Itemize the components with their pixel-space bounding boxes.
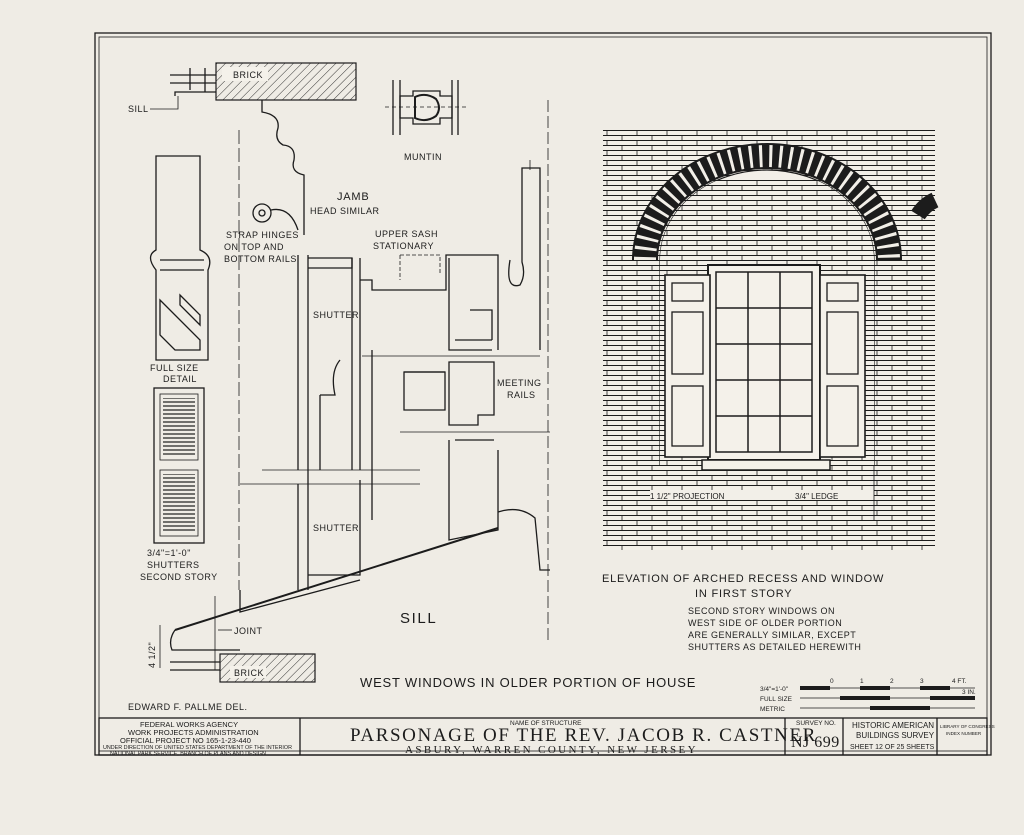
sheet-number: SHEET 12 OF 25 SHEETS bbox=[850, 744, 935, 751]
elevation-note-2: WEST SIDE OF OLDER PORTION bbox=[688, 618, 842, 628]
arched-recess-elevation: 1 1/2" PROJECTION 3/4" LEDGE ELEVATION O… bbox=[602, 130, 939, 652]
survey-number: NJ 699 bbox=[791, 734, 840, 751]
scale-bar: 3/4"=1'-0" FULL SIZE METRIC 0 1 2 3 4 FT… bbox=[760, 678, 976, 713]
window-section-detail: SHUTTER SHUTTER JOINT BRICK 4 bbox=[147, 100, 550, 683]
scale-tick-0: 0 bbox=[830, 678, 834, 685]
agency-1: FEDERAL WORKS AGENCY bbox=[140, 720, 238, 729]
habs-1: HISTORIC AMERICAN bbox=[852, 721, 934, 730]
upper-sash-label: UPPER SASH bbox=[375, 229, 438, 239]
shutters-label: SHUTTERS bbox=[147, 560, 200, 570]
muntin-label: MUNTIN bbox=[404, 152, 442, 162]
title-block: FEDERAL WORKS AGENCY WORK PROJECTS ADMIN… bbox=[98, 717, 995, 757]
delineator: EDWARD F. PALLME DEL. bbox=[128, 702, 248, 712]
shutter-upper-label: SHUTTER bbox=[313, 310, 359, 320]
location: ASBURY, WARREN COUNTY, NEW JERSEY bbox=[405, 744, 698, 756]
survey-caption: SURVEY NO. bbox=[796, 720, 836, 727]
brick-top-label: BRICK bbox=[233, 70, 263, 80]
scale-row1: 3/4"=1'-0" bbox=[760, 686, 789, 693]
second-story-shutter: 3/4"=1'-0" SHUTTERS SECOND STORY bbox=[140, 387, 218, 582]
scale-tick-2: 2 bbox=[890, 678, 894, 685]
detail-label: DETAIL bbox=[163, 374, 197, 384]
meeting-label: MEETING bbox=[497, 378, 542, 388]
on-top-label: ON TOP AND bbox=[224, 242, 284, 252]
shutter-scale-label: 3/4"=1'-0" bbox=[147, 548, 191, 558]
sill-big-label: SILL bbox=[400, 610, 437, 627]
strap-hinges-label: STRAP HINGES bbox=[226, 230, 299, 240]
scale-row2: FULL SIZE bbox=[760, 696, 793, 703]
projection-label: 1 1/2" PROJECTION bbox=[650, 492, 725, 501]
full-size-detail: FULL SIZE DETAIL bbox=[149, 155, 211, 384]
second-story-label: SECOND STORY bbox=[140, 572, 218, 582]
library-2: INDEX NUMBER bbox=[946, 731, 982, 736]
elevation-note-4: SHUTTERS AS DETAILED HEREWITH bbox=[688, 642, 861, 652]
bottom-rails-label: BOTTOM RAILS bbox=[224, 254, 297, 264]
agency-2: WORK PROJECTS ADMINISTRATION bbox=[128, 728, 259, 737]
shutter-lower-label: SHUTTER bbox=[313, 523, 359, 533]
brick-bottom-label: BRICK bbox=[234, 668, 264, 678]
library-1: LIBRARY OF CONGRESS bbox=[940, 724, 995, 729]
scale-tick-3: 3 bbox=[920, 678, 924, 685]
scale-row3: METRIC bbox=[760, 706, 785, 713]
agency-5: NATIONAL PARK SERVICE, BRANCH OF PLANS A… bbox=[110, 751, 266, 757]
structure-name: PARSONAGE OF THE REV. JACOB R. CASTNER bbox=[350, 725, 817, 746]
full-size-label: FULL SIZE bbox=[150, 363, 199, 373]
sill-small-label: SILL bbox=[128, 104, 149, 114]
elevation-title-1: ELEVATION OF ARCHED RECESS AND WINDOW bbox=[602, 573, 884, 585]
agency-3: OFFICIAL PROJECT NO 165-1-23-440 bbox=[120, 736, 251, 745]
stationary-label: STATIONARY bbox=[373, 241, 434, 251]
muntin-detail: MUNTIN bbox=[385, 80, 466, 162]
elevation-note-3: ARE GENERALLY SIMILAR, EXCEPT bbox=[688, 630, 856, 640]
scale-unit-in: 3 IN. bbox=[962, 689, 976, 696]
ledge-label: 3/4" LEDGE bbox=[795, 492, 838, 501]
dim-vertical-label: 4 1/2" bbox=[147, 642, 157, 668]
joint-label: JOINT bbox=[234, 626, 263, 636]
name-caption: NAME OF STRUCTURE bbox=[510, 720, 582, 727]
brick-head-detail: BRICK SILL bbox=[128, 62, 357, 114]
inner-border bbox=[98, 36, 988, 752]
habs-2: BUILDINGS SURVEY bbox=[856, 731, 935, 740]
elevation-title-2: IN FIRST STORY bbox=[695, 588, 792, 600]
head-similar-label: HEAD SIMILAR bbox=[310, 206, 380, 216]
jamb-label: JAMB bbox=[337, 191, 370, 203]
scale-tick-4: 4 FT. bbox=[952, 678, 967, 685]
scale-tick-1: 1 bbox=[860, 678, 864, 685]
rails-label: RAILS bbox=[507, 390, 536, 400]
elevation-note-1: SECOND STORY WINDOWS ON bbox=[688, 606, 835, 616]
drawing-title: WEST WINDOWS IN OLDER PORTION OF HOUSE bbox=[360, 675, 696, 690]
agency-4: UNDER DIRECTION OF UNITED STATES DEPARTM… bbox=[103, 745, 292, 751]
